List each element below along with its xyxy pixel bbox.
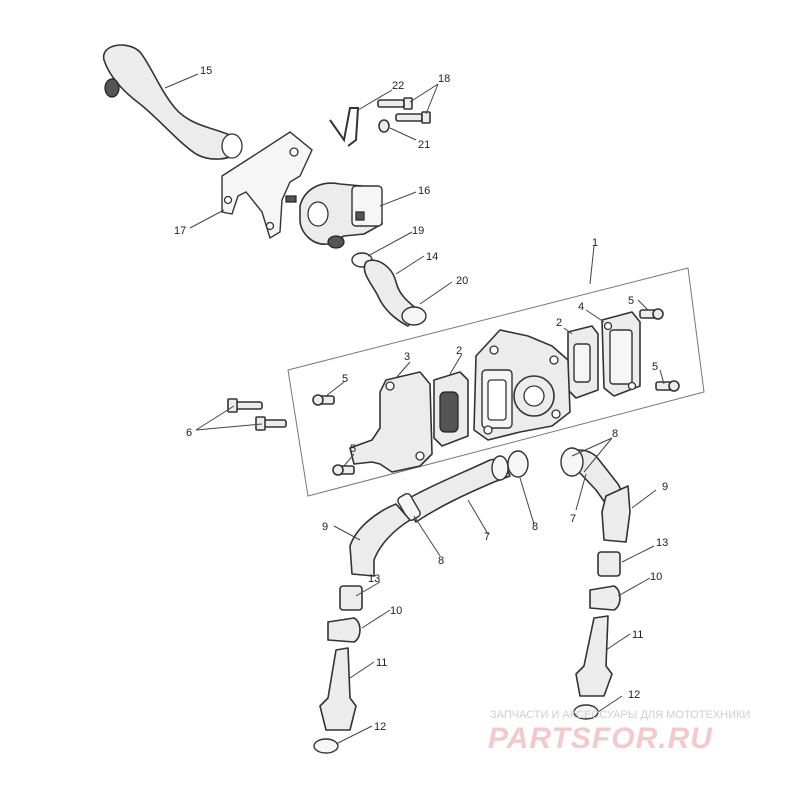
reed-plate-4 (601, 311, 641, 397)
callout-11a: 11 (376, 657, 387, 669)
callout-7a: 7 (484, 531, 490, 543)
bolt-18b (395, 111, 431, 124)
callout-13a: 13 (368, 573, 380, 585)
clamp-10-left (327, 617, 361, 643)
valve-16 (299, 182, 383, 249)
callout-labels: 15 22 18 21 16 17 19 14 20 1 4 2 5 5 2 3… (174, 65, 668, 733)
callout-22: 22 (392, 80, 404, 92)
callout-11b: 11 (632, 629, 643, 641)
spring-clip-22 (329, 107, 360, 147)
callout-5d: 5 (652, 361, 658, 373)
bolt-18a (377, 97, 413, 110)
sleeve-13-right (597, 551, 621, 577)
reed-valve-housing (473, 329, 571, 441)
assembly-frame (287, 267, 705, 497)
bolt-5c (639, 308, 664, 320)
cover-3 (349, 371, 433, 473)
sleeve-13-left (339, 585, 363, 611)
callout-3: 3 (404, 351, 410, 363)
callout-14: 14 (426, 251, 438, 263)
callout-10a: 10 (390, 605, 402, 617)
watermark-logo: PARTSFOR.RU (488, 722, 713, 755)
hose-15 (103, 44, 243, 160)
callout-16: 16 (418, 185, 430, 197)
pipe-11-right (575, 615, 613, 697)
callout-2b: 2 (556, 317, 562, 329)
elbow-9-right (601, 485, 631, 543)
callout-6: 6 (186, 427, 192, 439)
callout-8c: 8 (612, 428, 618, 440)
callout-8a: 8 (438, 555, 444, 567)
callout-9b: 9 (662, 481, 668, 493)
callout-10b: 10 (650, 571, 662, 583)
oring-12-left (313, 738, 339, 754)
clip-8b (507, 450, 529, 478)
callout-7b: 7 (570, 513, 576, 525)
callout-8b: 8 (532, 521, 538, 533)
callout-9a: 9 (322, 521, 328, 533)
bolt-6b (255, 416, 287, 431)
washer-21 (378, 119, 390, 133)
clamp-10-right (589, 585, 621, 611)
callout-20: 20 (456, 275, 468, 287)
clip-8c (560, 447, 584, 477)
clip-20 (401, 306, 427, 326)
callout-1: 1 (592, 237, 598, 249)
watermark: ЗАПЧАСТИ И АКСЕССУАРЫ ДЛЯ МОТОТЕХНИКИ PA… (488, 709, 750, 755)
watermark-caption: ЗАПЧАСТИ И АКСЕССУАРЫ ДЛЯ МОТОТЕХНИКИ (490, 709, 750, 721)
callout-2a: 2 (456, 345, 462, 357)
callout-4: 4 (578, 301, 584, 313)
callout-12a: 12 (374, 721, 386, 733)
bolt-5a (312, 394, 335, 406)
callout-5b: 5 (350, 443, 356, 455)
pipe-11-left (319, 647, 357, 731)
callout-5a: 5 (342, 373, 348, 385)
gasket-2a (433, 371, 469, 447)
elbow-9-left (349, 503, 411, 577)
callout-17: 17 (174, 225, 186, 237)
bolt-5b (332, 464, 355, 476)
bolt-6a (227, 398, 263, 413)
callout-13b: 13 (656, 537, 668, 549)
leader-lines (164, 73, 665, 745)
callout-18: 18 (438, 73, 450, 85)
callout-5c: 5 (628, 295, 634, 307)
gasket-2b (567, 325, 599, 399)
callout-21: 21 (418, 139, 430, 151)
bolt-5d (655, 380, 680, 392)
callout-19: 19 (412, 225, 424, 237)
callout-15: 15 (200, 65, 212, 77)
callout-12b: 12 (628, 689, 640, 701)
bracket-17 (221, 131, 313, 240)
